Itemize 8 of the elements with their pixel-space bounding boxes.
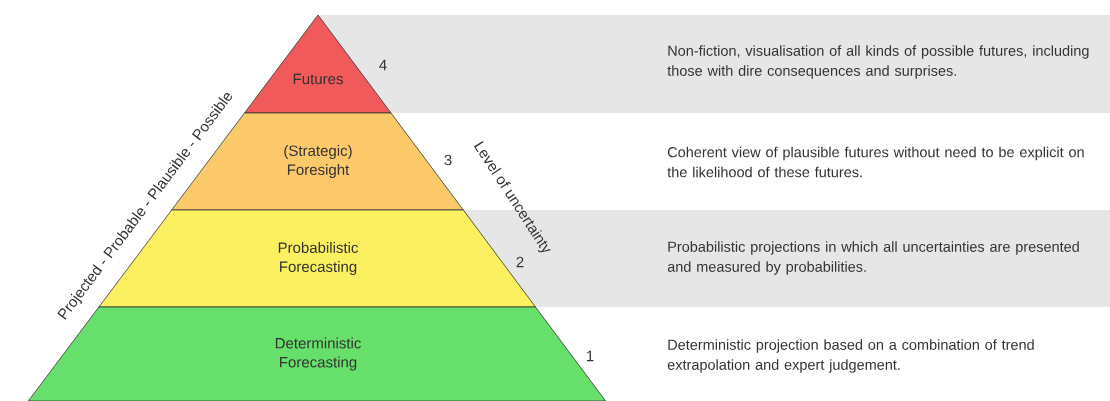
- level-number: 2: [516, 256, 524, 268]
- description: Coherent view of plausible futures without need to be explicit on the likelihood of these futures.: [667, 146, 1084, 178]
- level-number: 4: [379, 59, 387, 71]
- description: Non-fiction, visualisation of all kinds of possible futures, including those with dire consequences and surprises.: [667, 45, 1089, 79]
- level-number: 1: [587, 350, 594, 362]
- level-number: 3: [444, 154, 452, 166]
- description: Deterministic projection based on a combination of trend extrapolation and expert judgement.: [667, 339, 1034, 373]
- description: Probabilistic projections in which all uncertainties are presented and measured by probabilities.: [667, 241, 1079, 275]
